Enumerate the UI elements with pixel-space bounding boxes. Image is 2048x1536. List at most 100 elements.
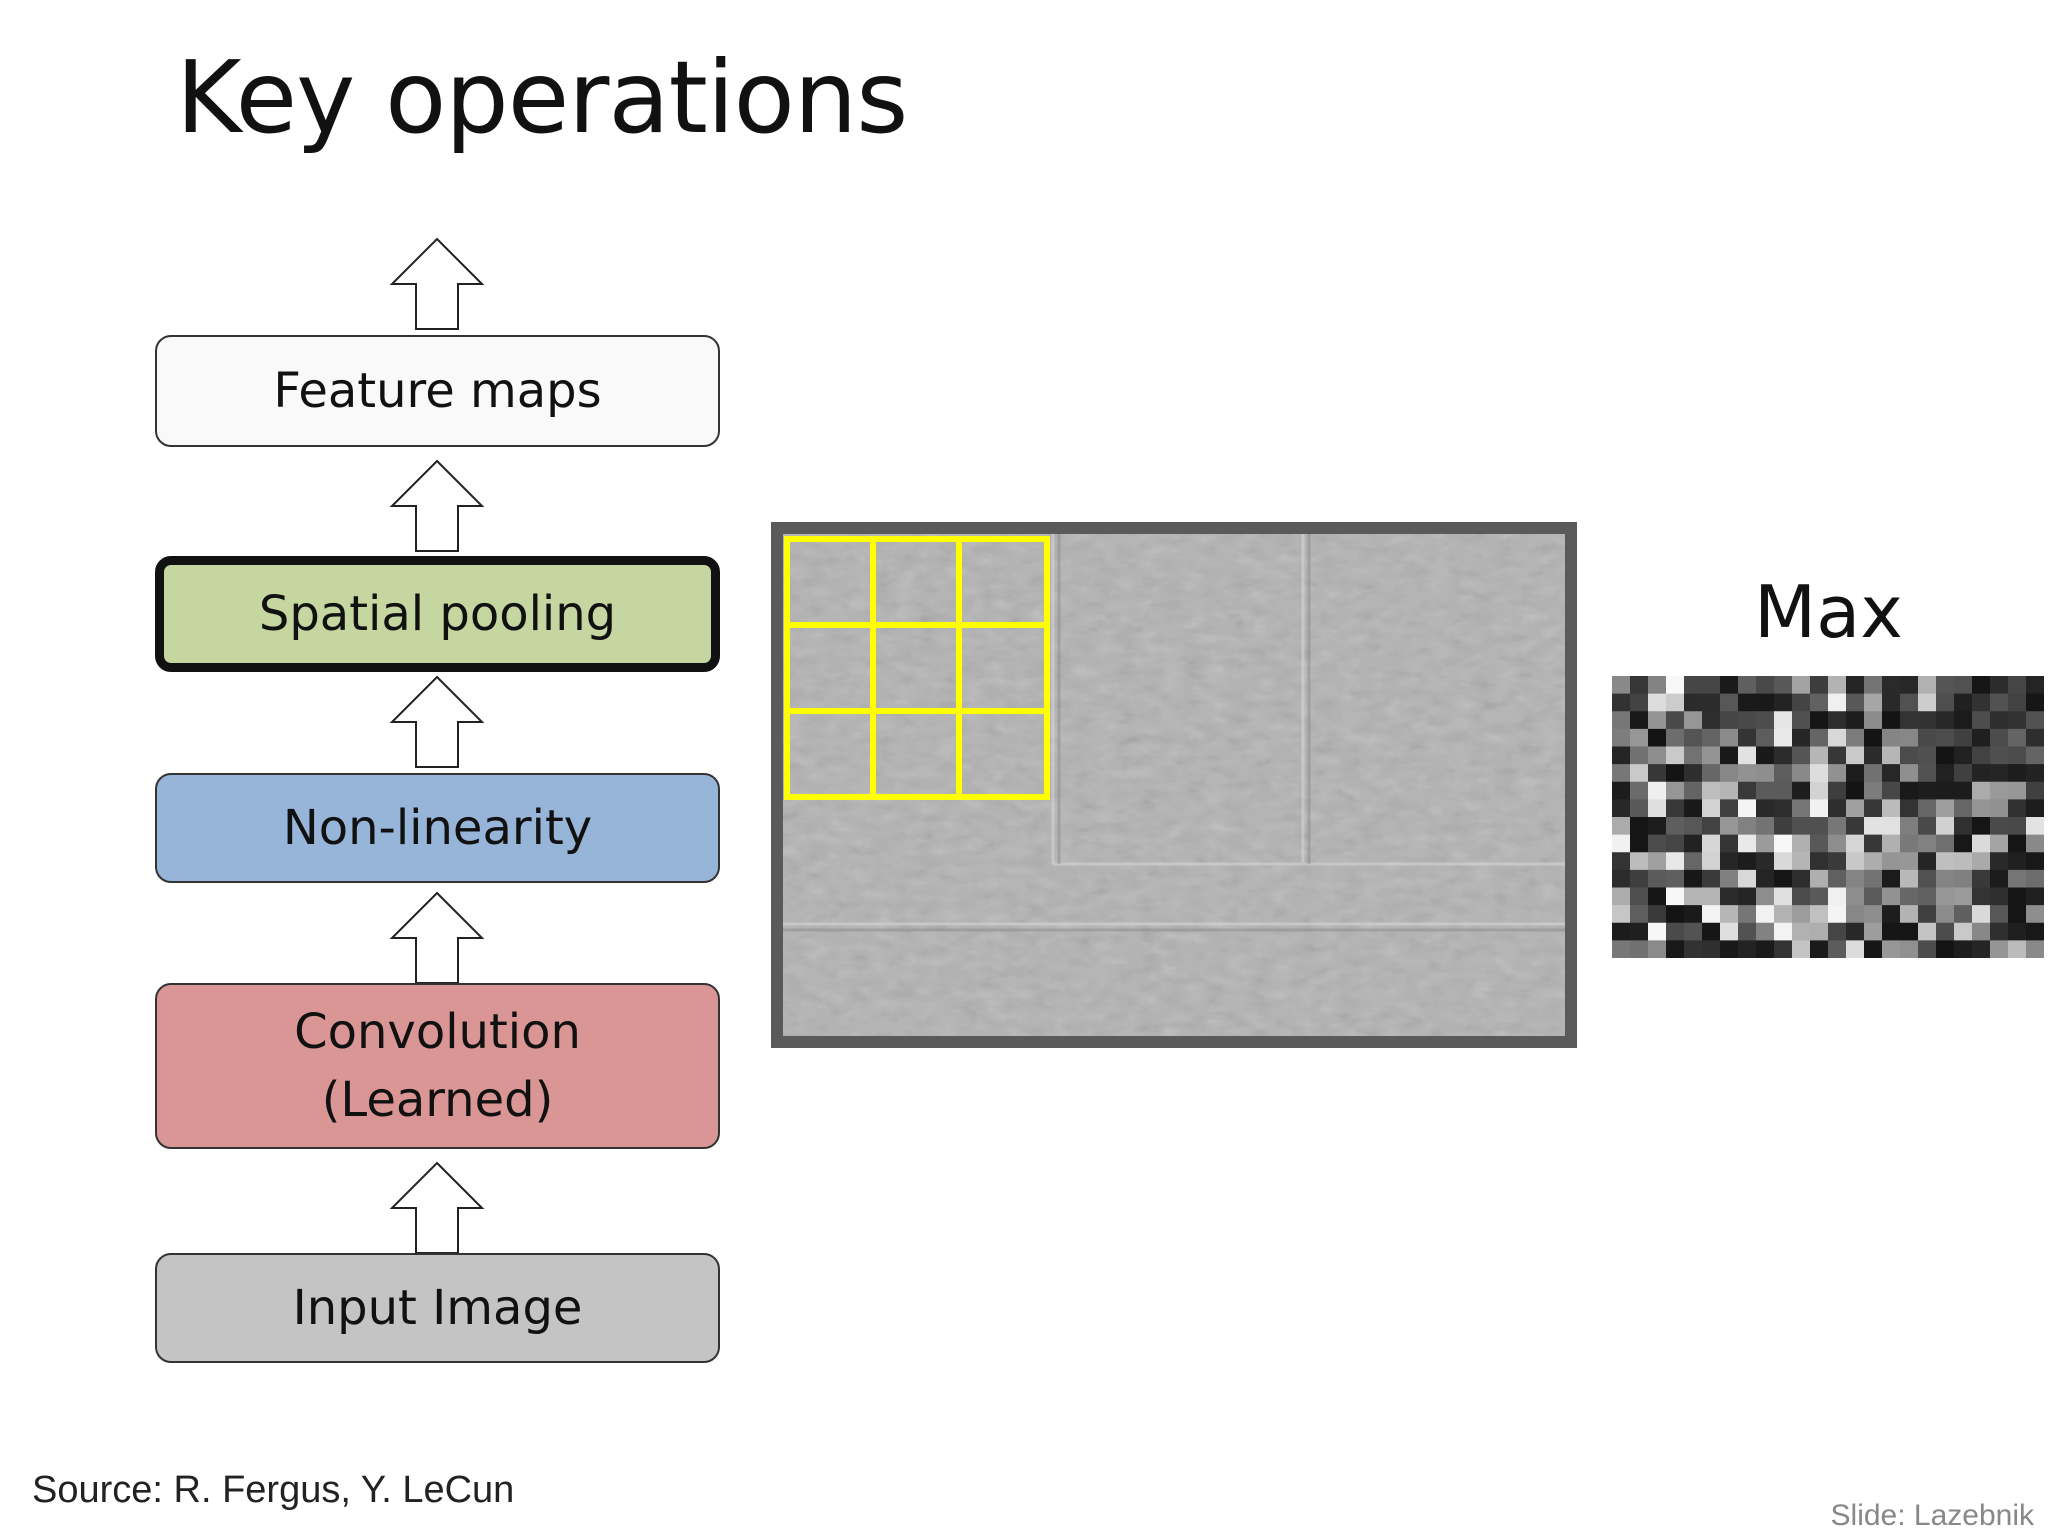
pooled-pixel	[1972, 693, 1991, 712]
pooled-pixel	[2026, 940, 2044, 958]
pooled-pixel	[1810, 869, 1829, 889]
pooled-pixel	[1792, 869, 1811, 889]
pooled-pixel	[1720, 728, 1739, 748]
pooled-pixel	[1720, 940, 1739, 958]
pooled-pixel	[1900, 711, 1919, 730]
pooled-pixel	[1792, 728, 1811, 748]
pooled-pixel	[1774, 940, 1793, 958]
pooled-pixel	[1828, 676, 1847, 695]
pooled-pixel	[1900, 693, 1919, 712]
pooled-pixel	[1720, 869, 1739, 889]
pooled-pixel	[1756, 746, 1775, 765]
pooled-pixel	[1630, 887, 1649, 906]
pooled-pixel	[1684, 764, 1703, 783]
pooled-pixel	[1882, 746, 1901, 765]
pooled-pixel	[1612, 746, 1631, 765]
pooled-pixel	[1684, 922, 1703, 941]
pooled-pixel	[1882, 676, 1901, 695]
pooled-pixel	[1666, 940, 1685, 958]
pooled-pixel	[1846, 817, 1865, 836]
pooled-pixel	[1990, 834, 2009, 853]
pooled-pixel	[1846, 905, 1865, 924]
pooled-pixel	[1828, 746, 1847, 765]
pooled-pixel	[1972, 887, 1991, 906]
pooled-pixel	[1864, 817, 1883, 836]
pooled-pixel	[1900, 887, 1919, 906]
pooled-pixel	[1648, 869, 1667, 889]
pooled-pixel	[1684, 817, 1703, 836]
pooled-pixel	[1936, 781, 1955, 800]
pooled-pixel	[1828, 905, 1847, 924]
pooled-pixel	[1684, 746, 1703, 765]
pooled-pixel	[1612, 676, 1631, 695]
pooled-pixel	[1756, 940, 1775, 958]
pooled-pixel	[1828, 764, 1847, 783]
pooled-pixel	[1882, 887, 1901, 906]
pooled-pixel	[2008, 905, 2027, 924]
pooled-pixel	[1864, 887, 1883, 906]
pooled-pixel	[1774, 728, 1793, 748]
pooled-pixel	[1810, 746, 1829, 765]
non-linearity-label: Non-linearity	[282, 800, 593, 856]
pooled-pixel	[2026, 834, 2044, 853]
pooled-pixel	[1630, 852, 1649, 871]
pooled-pixel	[1630, 940, 1649, 958]
pooled-pixel	[2008, 728, 2027, 748]
pooled-pixel	[1954, 905, 1973, 924]
pooled-pixel	[1936, 764, 1955, 783]
pooled-pixel	[2026, 711, 2044, 730]
pooled-pixel	[1630, 799, 1649, 818]
pooled-pixel	[2008, 676, 2027, 695]
pooled-pixel	[1900, 852, 1919, 871]
pooled-pixel	[1918, 781, 1937, 800]
pooled-pixel	[1990, 711, 2009, 730]
pooled-pixel	[1738, 781, 1757, 800]
pooled-pixel	[1792, 852, 1811, 871]
convolution-box: Convolution (Learned)	[155, 983, 720, 1149]
pooled-pixel	[1756, 817, 1775, 836]
pooled-pixel	[1972, 940, 1991, 958]
pooled-pixel	[1882, 922, 1901, 941]
pooled-pixel	[1738, 676, 1757, 695]
pooled-pixel	[1990, 887, 2009, 906]
pooled-pixel	[1774, 764, 1793, 783]
pooled-pixel	[1720, 922, 1739, 941]
max-label: Max	[1754, 570, 1903, 654]
pooled-pixel	[1864, 746, 1883, 765]
pooled-pixel	[2026, 887, 2044, 906]
pooled-pixel	[1702, 940, 1721, 958]
pooled-pixel	[1900, 781, 1919, 800]
pooled-output-image	[1612, 676, 2044, 958]
pooled-pixel	[2008, 764, 2027, 783]
pooled-pixel	[1666, 887, 1685, 906]
pooled-pixel	[1864, 728, 1883, 748]
pooled-pixel	[1954, 852, 1973, 871]
pooled-pixel	[2026, 764, 2044, 783]
up-arrow-icon	[389, 891, 485, 984]
pooled-pixel	[1900, 905, 1919, 924]
pooled-pixel	[1918, 887, 1937, 906]
pooled-pixel	[1828, 781, 1847, 800]
pooled-pixel	[1666, 852, 1685, 871]
pooled-pixel	[1900, 817, 1919, 836]
pooled-pixel	[1612, 693, 1631, 712]
pooled-pixel	[1918, 764, 1937, 783]
pooled-pixel	[1774, 905, 1793, 924]
pooled-pixel	[1882, 693, 1901, 712]
pooled-pixel	[1756, 852, 1775, 871]
pooled-pixel	[1720, 676, 1739, 695]
pooled-pixel	[1612, 834, 1631, 853]
pooled-pixel	[1702, 905, 1721, 924]
pooled-pixel	[1954, 781, 1973, 800]
pooled-pixel	[1648, 852, 1667, 871]
pooled-pixel	[1900, 869, 1919, 889]
pooled-pixel	[1648, 817, 1667, 836]
pooled-pixel	[1666, 905, 1685, 924]
pooled-pixel	[1828, 711, 1847, 730]
non-linearity-box: Non-linearity	[155, 773, 720, 883]
pooled-pixel	[1774, 781, 1793, 800]
pooled-pixel	[2008, 799, 2027, 818]
pooled-pixel	[1648, 834, 1667, 853]
pooled-pixel	[1756, 693, 1775, 712]
pooled-pixel	[1864, 940, 1883, 958]
